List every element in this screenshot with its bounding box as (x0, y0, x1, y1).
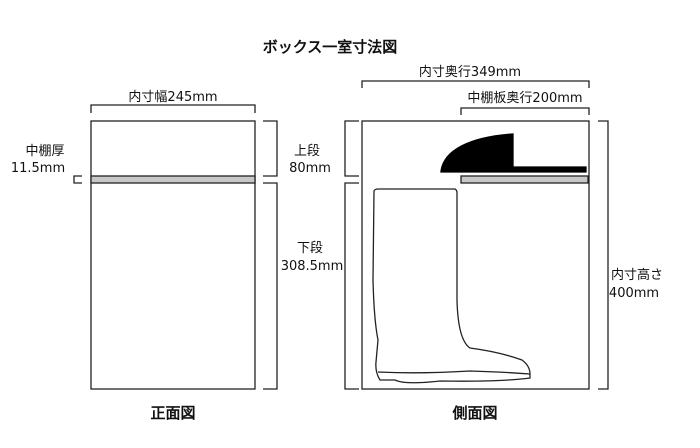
side-view (344, 80, 609, 390)
height-bracket (598, 120, 609, 390)
shelf-thickness-label: 中棚厚 (25, 144, 64, 159)
upper-bracket-front (263, 120, 278, 177)
front-view (73, 104, 278, 390)
diagram-title: ボックス一室寸法図 (263, 38, 398, 56)
front-box (90, 120, 256, 390)
lower-value: 308.5mm (281, 259, 344, 274)
shelf-depth-bracket (460, 107, 590, 115)
height-value: 400mm (609, 286, 659, 301)
side-view-caption: 側面図 (451, 404, 497, 422)
upper-bracket-side (344, 120, 359, 177)
front-shelf (90, 175, 256, 184)
height-label: 内寸高さ (611, 267, 663, 283)
depth-bracket (361, 80, 590, 88)
slipper-icon (440, 133, 587, 173)
shelf-depth-label: 中棚板奥行200mm (467, 91, 582, 106)
upper-label: 上段 (294, 144, 320, 159)
boot-icon (372, 188, 531, 384)
upper-value: 80mm (289, 161, 331, 176)
width-bracket (90, 104, 256, 113)
lower-bracket-front (263, 182, 278, 390)
lower-label: 下段 (297, 241, 323, 256)
front-view-caption: 正面図 (150, 404, 195, 422)
shelf-thickness-value: 11.5mm (11, 161, 65, 176)
side-shelf (460, 175, 589, 184)
shelf-thickness-bracket (73, 175, 82, 184)
boot-sole-line (377, 370, 531, 375)
inner-width-label: 内寸幅245mm (128, 89, 217, 105)
lower-bracket-side (344, 182, 359, 390)
inner-depth-label: 内寸奥行349mm (419, 64, 521, 80)
